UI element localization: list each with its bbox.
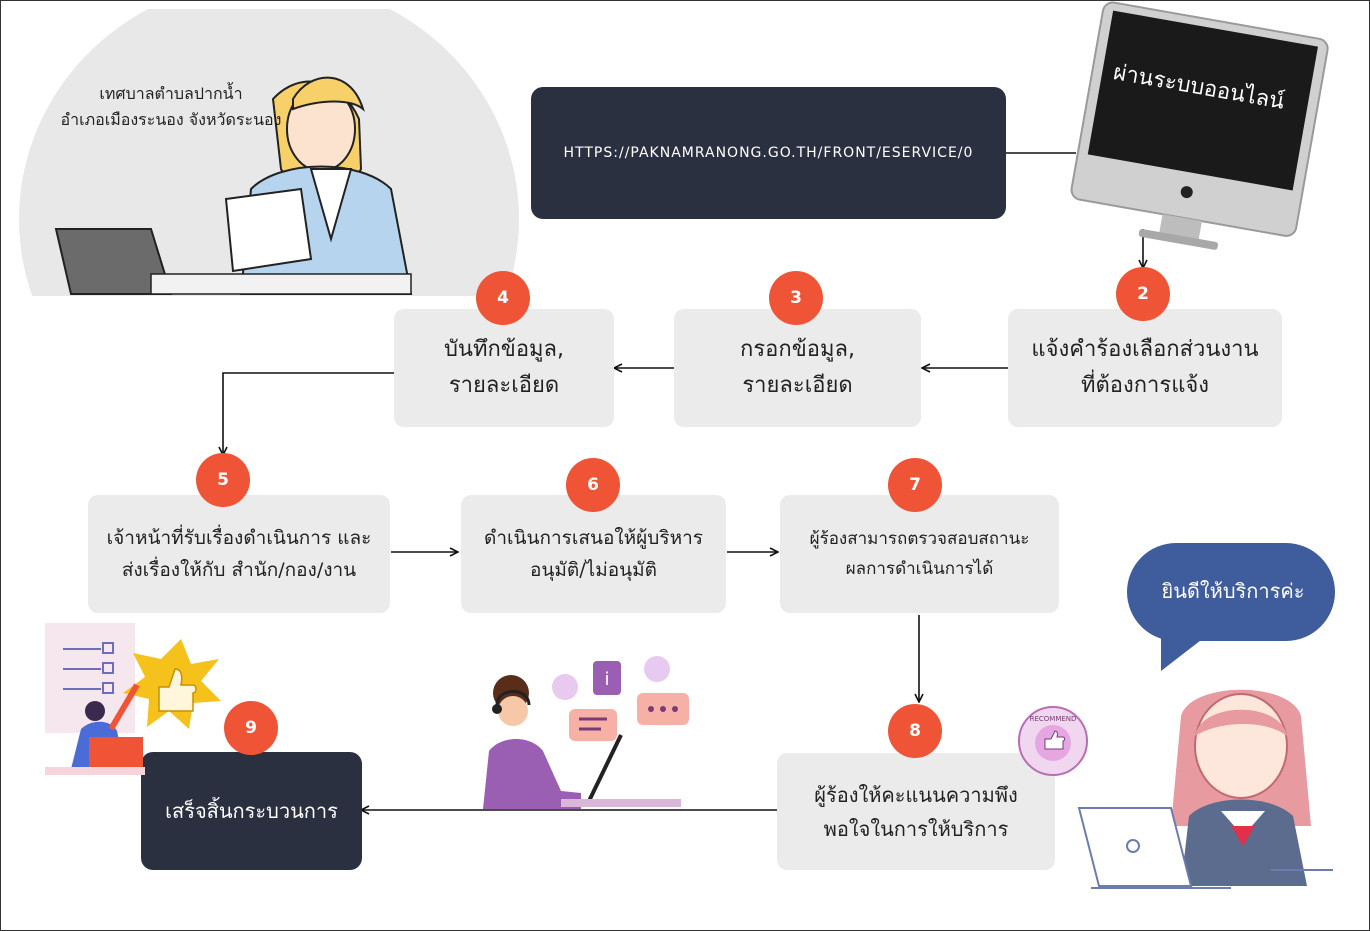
- step-7-badge: 7: [888, 458, 942, 512]
- step-7-box: ผู้ร้องสามารถตรวจสอบสถานะ ผลการดำเนินการ…: [780, 495, 1059, 613]
- student-laptop-illustration: [1077, 689, 1333, 889]
- step-8-line2: พอใจในการให้บริการ: [823, 816, 1009, 841]
- speech-bubble-text: ยินดีให้บริการค่ะ: [1161, 579, 1305, 603]
- step-3-badge: 3: [769, 271, 823, 325]
- step-5-box: เจ้าหน้าที่รับเรื่องดำเนินการ และ ส่งเรื…: [88, 495, 390, 613]
- step-8-box: ผู้ร้องให้คะแนนความพึง พอใจในการให้บริกา…: [777, 753, 1055, 870]
- step-4-line2: รายละเอียด: [448, 373, 560, 398]
- step-2-line2: ที่ต้องการแจ้ง: [1080, 373, 1210, 398]
- step-3-line2: รายละเอียด: [742, 373, 853, 398]
- checklist-thumbs-up-illustration: [45, 623, 221, 775]
- office-worker-illustration: .: [19, 9, 519, 296]
- step-4-box: บันทึกข้อมูล, รายละเอียด: [394, 309, 614, 427]
- step-8-line1: ผู้ร้องให้คะแนนความพึง: [814, 782, 1018, 807]
- org-name-line2: อำเภอเมืองระนอง จังหวัดระนอง: [60, 110, 282, 129]
- step-6-line2: อนุมัติ/ไม่อนุมัติ: [529, 559, 657, 581]
- step-3-box: กรอกข้อมูล, รายละเอียด: [674, 309, 921, 427]
- step-2-box: แจ้งคำร้องเลือกส่วนงาน ที่ต้องการแจ้ง: [1008, 309, 1282, 427]
- step-2-badge: 2: [1116, 267, 1170, 321]
- step-6-badge: 6: [566, 458, 620, 512]
- step-2-line1: แจ้งคำร้องเลือกส่วนงาน: [1031, 337, 1259, 362]
- step-9-badge: 9: [224, 701, 278, 755]
- url-text: HTTPS://PAKNAMRANONG.GO.TH/FRONT/ESERVIC…: [563, 145, 974, 161]
- step-6-box: ดำเนินการเสนอให้ผู้บริหาร อนุมัติ/ไม่อนุ…: [461, 495, 726, 613]
- step-8-badge: 8: [888, 704, 942, 758]
- svg-text:i: i: [604, 669, 609, 690]
- step-7-line2: ผลการดำเนินการได้: [845, 559, 994, 579]
- step-4-line1: บันทึกข้อมูล,: [443, 337, 565, 362]
- step-6-line1: ดำเนินการเสนอให้ผู้บริหาร: [484, 527, 703, 549]
- url-box[interactable]: HTTPS://PAKNAMRANONG.GO.TH/FRONT/ESERVIC…: [531, 87, 1006, 219]
- org-name: เทศบาลตำบลปากน้ำ อำเภอเมืองระนอง จังหวัด…: [36, 81, 306, 133]
- step-5-badge: 5: [196, 453, 250, 507]
- recommend-badge-icon: RECOMMEND: [1018, 706, 1088, 776]
- org-name-line1: เทศบาลตำบลปากน้ำ: [99, 84, 243, 103]
- step-9-box: เสร็จสิ้นกระบวนการ: [141, 752, 362, 870]
- step-3-line1: กรอกข้อมูล,: [740, 337, 855, 362]
- arrow-4-to-5: [223, 372, 394, 454]
- call-center-illustration: i: [483, 656, 689, 809]
- step-5-line1: เจ้าหน้าที่รับเรื่องดำเนินการ และ: [106, 527, 372, 549]
- speech-bubble-shape: [1127, 543, 1335, 671]
- step-4-badge: 4: [476, 271, 530, 325]
- step-5-line2: ส่งเรื่องให้กับ สำนัก/กอง/งาน: [121, 559, 357, 581]
- imac-monitor-icon: [1070, 1, 1329, 250]
- step-7-line1: ผู้ร้องสามารถตรวจสอบสถานะ: [809, 529, 1030, 549]
- recommend-text: RECOMMEND: [1030, 715, 1077, 723]
- step-9-line1: เสร็จสิ้นกระบวนการ: [165, 799, 338, 823]
